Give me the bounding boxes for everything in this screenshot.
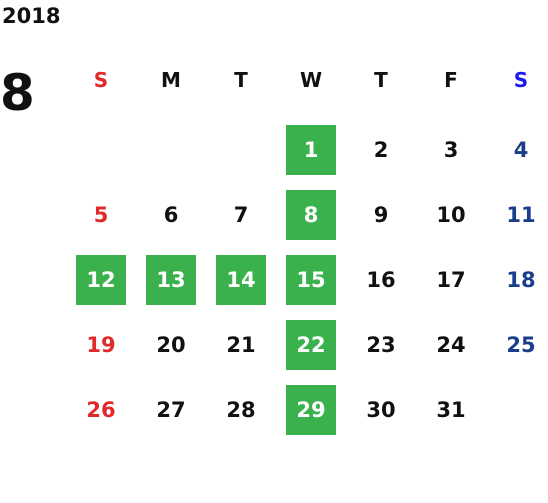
calendar-cell[interactable]: 8 (276, 182, 346, 247)
calendar-day[interactable]: 6 (163, 202, 179, 227)
calendar-cell[interactable]: 2 (346, 117, 416, 182)
calendar-day[interactable]: 25 (506, 332, 536, 357)
highlighted-day[interactable]: 15 (286, 254, 336, 305)
calendar-cell[interactable]: 15 (276, 247, 346, 312)
calendar-day[interactable]: 27 (156, 397, 186, 422)
weekday-header-fri: F (444, 68, 458, 92)
calendar-day[interactable]: 7 (233, 202, 249, 227)
calendar-day[interactable]: 20 (156, 332, 186, 357)
highlighted-day[interactable]: 22 (286, 319, 336, 370)
calendar-day[interactable]: 28 (226, 397, 256, 422)
calendar-cell[interactable]: 1 (276, 117, 346, 182)
highlighted-day[interactable]: 1 (286, 124, 336, 175)
calendar-day[interactable]: 5 (93, 202, 109, 227)
highlighted-day[interactable]: 8 (286, 189, 336, 240)
calendar-day[interactable]: 19 (86, 332, 116, 357)
calendar-cell[interactable]: 25 (486, 312, 548, 377)
calendar-day[interactable]: 30 (366, 397, 396, 422)
calendar-cell[interactable]: 10 (416, 182, 486, 247)
weekday-header-sat: S (513, 68, 529, 92)
calendar-cell[interactable]: 31 (416, 377, 486, 442)
weekday-header-wed: W (299, 68, 323, 92)
calendar-cell[interactable]: 21 (206, 312, 276, 377)
calendar-cell[interactable]: 18 (486, 247, 548, 312)
calendar-cell[interactable]: 24 (416, 312, 486, 377)
calendar-cell (486, 377, 548, 442)
calendar-day[interactable]: 2 (373, 137, 389, 162)
highlighted-day[interactable]: 29 (286, 384, 336, 435)
calendar-cell[interactable]: 13 (136, 247, 206, 312)
calendar-cell (136, 117, 206, 182)
calendar-cell[interactable]: 30 (346, 377, 416, 442)
weekday-header-tue: T (234, 68, 248, 92)
calendar-cell[interactable]: 12 (66, 247, 136, 312)
calendar-day[interactable]: 16 (366, 267, 396, 292)
calendar-cell[interactable]: 7 (206, 182, 276, 247)
calendar-cell[interactable]: 11 (486, 182, 548, 247)
weekday-header-thu: T (374, 68, 388, 92)
calendar-day[interactable]: 11 (506, 202, 536, 227)
calendar-cell (206, 117, 276, 182)
highlighted-day[interactable]: 13 (146, 254, 196, 305)
calendar-cell[interactable]: 27 (136, 377, 206, 442)
calendar-day[interactable]: 18 (506, 267, 536, 292)
calendar-cell[interactable]: 9 (346, 182, 416, 247)
calendar-cell[interactable]: 26 (66, 377, 136, 442)
calendar-cell[interactable]: 20 (136, 312, 206, 377)
calendar-day[interactable]: 24 (436, 332, 466, 357)
calendar-cell[interactable]: 17 (416, 247, 486, 312)
calendar-day[interactable]: 26 (86, 397, 116, 422)
calendar-cell[interactable]: 5 (66, 182, 136, 247)
calendar-cell[interactable]: 28 (206, 377, 276, 442)
calendar-day[interactable]: 21 (226, 332, 256, 357)
calendar-cell[interactable]: 19 (66, 312, 136, 377)
calendar-day[interactable]: 31 (436, 397, 466, 422)
calendar-day[interactable]: 4 (513, 137, 529, 162)
calendar-month: 8 (0, 64, 35, 122)
calendar-cell[interactable]: 16 (346, 247, 416, 312)
calendar-year: 2018 (2, 4, 61, 28)
highlighted-day[interactable]: 14 (216, 254, 266, 305)
calendar-day[interactable]: 9 (373, 202, 389, 227)
calendar-day[interactable]: 17 (436, 267, 466, 292)
highlighted-day[interactable]: 12 (76, 254, 126, 305)
calendar-cell (66, 117, 136, 182)
weekday-header-sun: S (93, 68, 109, 92)
calendar-cell[interactable]: 23 (346, 312, 416, 377)
calendar-cell[interactable]: 6 (136, 182, 206, 247)
calendar-cell[interactable]: 3 (416, 117, 486, 182)
weekday-header-mon: M (161, 68, 181, 92)
calendar-day[interactable]: 3 (443, 137, 459, 162)
calendar-cell[interactable]: 29 (276, 377, 346, 442)
calendar-day[interactable]: 23 (366, 332, 396, 357)
calendar-cell[interactable]: 4 (486, 117, 548, 182)
calendar-cell[interactable]: 22 (276, 312, 346, 377)
calendar-cell[interactable]: 14 (206, 247, 276, 312)
calendar-day[interactable]: 10 (436, 202, 466, 227)
